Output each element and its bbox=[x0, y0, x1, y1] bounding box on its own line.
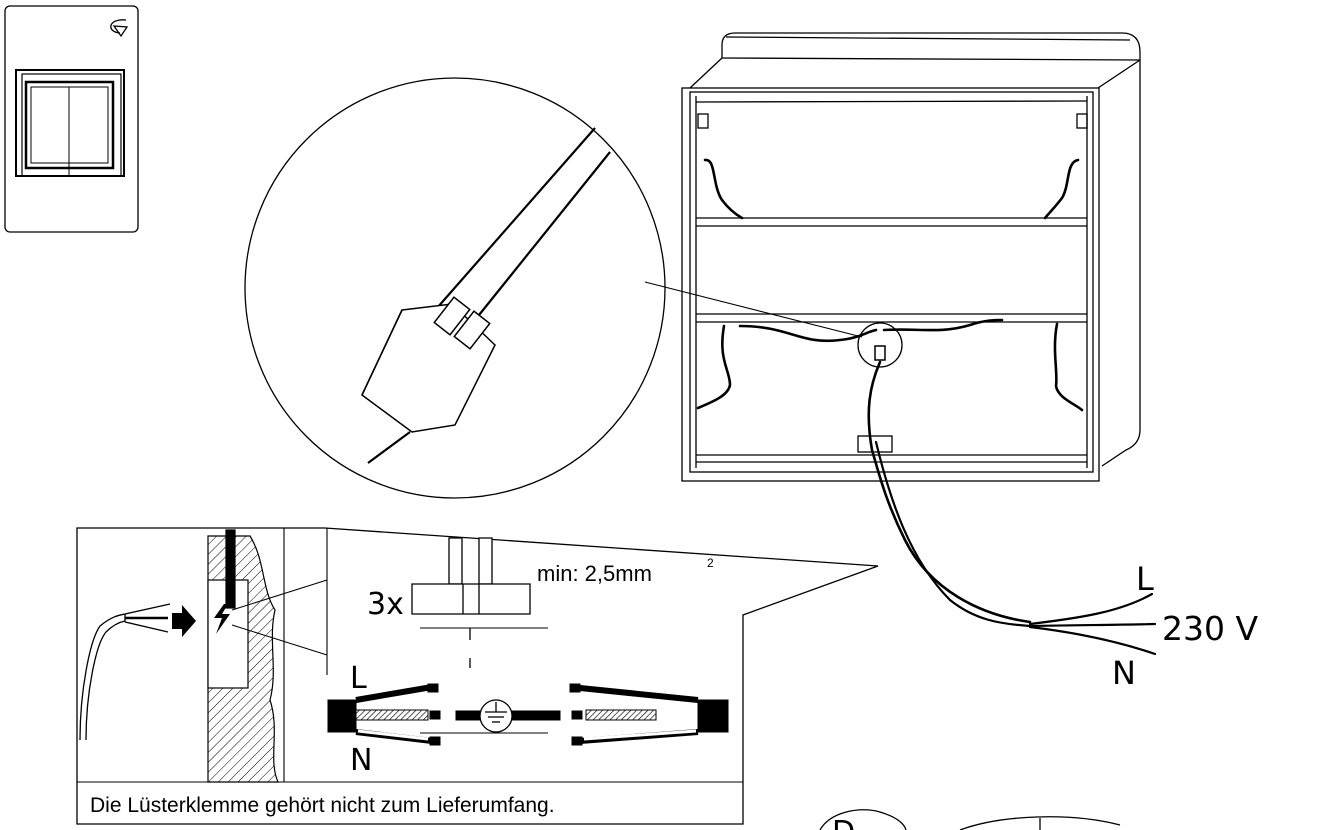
earth-ground-icon bbox=[479, 699, 513, 733]
supply-wires bbox=[874, 440, 1157, 656]
entry-cable bbox=[79, 603, 171, 741]
magnifier-detail bbox=[244, 77, 863, 499]
wiring-detail-panel bbox=[76, 527, 879, 825]
arrow-right-icon bbox=[172, 605, 196, 637]
light-switch-icon bbox=[15, 69, 125, 177]
svg-text:D: D bbox=[832, 815, 855, 830]
terminal-connector-icon bbox=[411, 537, 531, 668]
cabinet-cables bbox=[696, 158, 1084, 624]
rotate-arrow-icon bbox=[110, 19, 129, 38]
note-text: Die Lüsterklemme gehört nicht zum Liefer… bbox=[90, 794, 555, 817]
detail-label-l: L bbox=[350, 661, 367, 696]
detail-label-n: N bbox=[350, 743, 372, 778]
terminal-block bbox=[361, 296, 496, 433]
wire-label-l: L bbox=[1136, 560, 1154, 598]
min-cross-section-label: min: 2,5mm bbox=[537, 561, 652, 586]
wall-section bbox=[207, 528, 328, 783]
quantity-label: 3x bbox=[367, 587, 404, 622]
min-cross-section-superscript: 2 bbox=[707, 556, 714, 570]
switch-card bbox=[4, 5, 139, 233]
lightning-bolt-icon bbox=[214, 604, 230, 634]
voltage-label: 230 V bbox=[1162, 609, 1258, 648]
cropped-shapes: D bbox=[819, 809, 1121, 830]
cabinet bbox=[681, 32, 1141, 482]
wire-label-n: N bbox=[1112, 654, 1136, 692]
